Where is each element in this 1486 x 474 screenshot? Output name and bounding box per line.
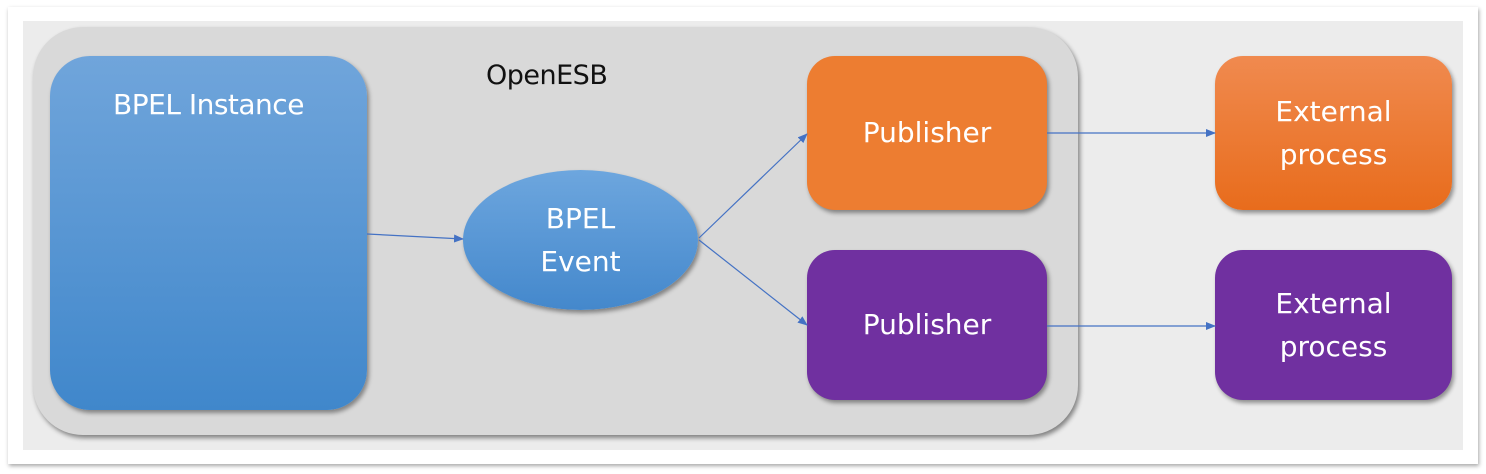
bpel-instance-label: BPEL Instance — [113, 88, 304, 121]
external-process-orange-node: External process — [1215, 56, 1452, 210]
bpel-event-node: BPEL Event — [463, 170, 698, 310]
publisher-purple-node: Publisher — [807, 250, 1047, 400]
external-orange-label-line2: process — [1279, 138, 1388, 171]
bpel-instance-node: BPEL Instance — [50, 56, 367, 410]
external-orange-label-line1: External — [1275, 94, 1392, 128]
publisher-orange-node: Publisher — [807, 56, 1047, 210]
external-purple-label-line2: process — [1279, 330, 1388, 363]
external-process-purple-node: External process — [1215, 250, 1452, 400]
publisher-orange-label: Publisher — [862, 116, 992, 150]
bpel-event-label-line2: Event — [540, 245, 621, 278]
publisher-purple-label: Publisher — [862, 308, 992, 342]
bpel-event-label-line1: BPEL — [545, 201, 616, 235]
external-purple-label-line1: External — [1275, 286, 1392, 320]
openesb-label: OpenESB — [486, 60, 608, 91]
